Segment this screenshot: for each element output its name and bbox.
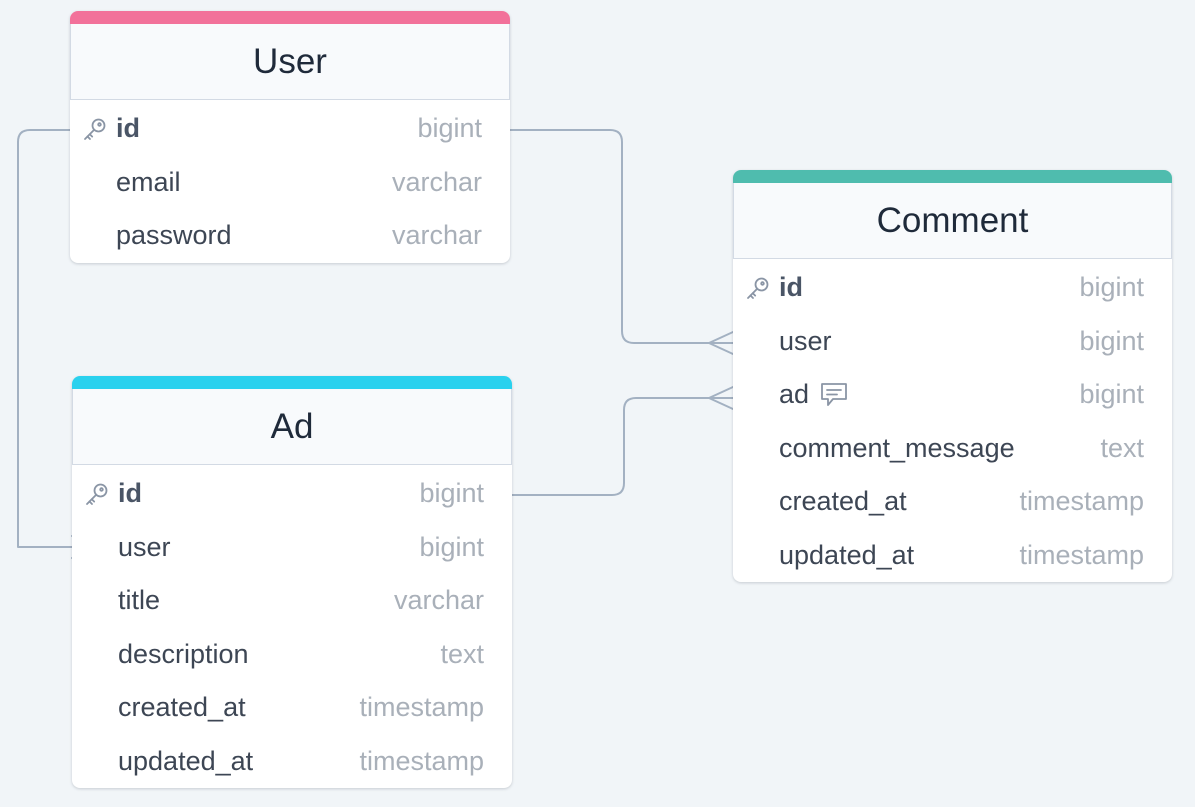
edge-user-ad[interactable] [17,129,73,548]
table-header-comment[interactable]: Comment [733,183,1172,259]
table-header-ad[interactable]: Ad [72,389,512,465]
table-title: User [253,41,327,81]
field-type: text [1100,432,1144,463]
field-type: timestamp [359,745,484,776]
key-icon [745,275,771,301]
crows-foot-comment-user[interactable] [708,331,734,355]
field-type: timestamp [359,692,484,723]
field-type: bigint [1079,272,1144,303]
field-name-text: title [118,585,161,616]
key-icon [84,481,110,507]
field-name-text: user [118,531,171,562]
field-type: bigint [1079,379,1144,410]
field-name: email [116,167,181,198]
field-name-text: id [118,478,142,509]
crows-foot-comment-ad[interactable] [708,386,734,410]
field-row-comment-id[interactable]: id bigint [733,261,1172,315]
field-name-text: id [116,113,140,144]
field-type: bigint [1079,325,1144,356]
field-type: varchar [391,220,482,251]
field-name-text: password [116,220,232,251]
field-row-user-email[interactable]: email varchar [70,156,510,210]
field-row-ad-id[interactable]: id bigint [72,467,512,521]
field-name-text: user [779,325,832,356]
field-name-text: created_at [779,486,907,517]
table-header-user[interactable]: User [70,24,510,100]
field-type: varchar [391,166,482,197]
field-name: ad [779,379,849,410]
edge-user-comment[interactable] [509,129,734,344]
field-row-ad-created_at[interactable]: created_at timestamp [72,681,512,735]
field-name: user [779,326,832,357]
field-type: text [440,638,484,669]
field-type: bigint [419,531,484,562]
field-name: created_at [779,486,907,517]
field-row-comment-ad[interactable]: ad bigint [733,368,1172,422]
field-name-text: ad [779,379,810,410]
field-name: comment_message [779,433,1015,464]
table-user[interactable]: User id bigint email varchar password varchar [70,11,510,263]
table-color-bar [72,376,512,389]
field-type: bigint [417,113,482,144]
field-row-ad-description[interactable]: description text [72,628,512,682]
field-name-text: email [116,166,181,197]
field-name-text: created_at [118,692,246,723]
field-type: varchar [393,585,484,616]
field-row-user-id[interactable]: id bigint [70,102,510,156]
field-name: id [779,272,803,303]
table-comment[interactable]: Comment id bigint user bigint ad bigint comment… [733,170,1172,582]
field-name: updated_at [118,746,253,777]
field-name-text: description [118,638,249,669]
field-name-text: updated_at [118,745,254,776]
field-name: updated_at [779,540,914,571]
field-row-user-password[interactable]: password varchar [70,209,510,263]
field-name-text: id [779,272,803,303]
field-row-comment-comment_message[interactable]: comment_message text [733,422,1172,476]
field-name: description [118,639,249,670]
field-name-text: updated_at [779,539,915,570]
field-row-comment-created_at[interactable]: created_at timestamp [733,475,1172,529]
field-name: password [116,220,232,251]
field-row-comment-updated_at[interactable]: updated_at timestamp [733,529,1172,583]
field-row-ad-updated_at[interactable]: updated_at timestamp [72,735,512,789]
field-name: title [118,585,160,616]
field-name: created_at [118,692,246,723]
field-row-ad-title[interactable]: title varchar [72,574,512,628]
field-row-ad-user[interactable]: user bigint [72,521,512,575]
table-color-bar [70,11,510,24]
table-title: Ad [270,406,314,446]
field-name: id [116,113,140,144]
field-type: timestamp [1019,486,1144,517]
table-color-bar [733,170,1172,183]
comment-note-icon[interactable] [819,380,849,408]
field-type: bigint [419,478,484,509]
table-title: Comment [876,200,1029,240]
field-type: timestamp [1019,539,1144,570]
table-ad[interactable]: Ad id bigint user bigint title varchar descript… [72,376,512,788]
field-name: id [118,478,142,509]
edge-ad-comment[interactable] [511,397,734,496]
field-name: user [118,532,171,563]
field-name-text: comment_message [779,432,1015,463]
field-row-comment-user[interactable]: user bigint [733,315,1172,369]
key-icon [82,116,108,142]
